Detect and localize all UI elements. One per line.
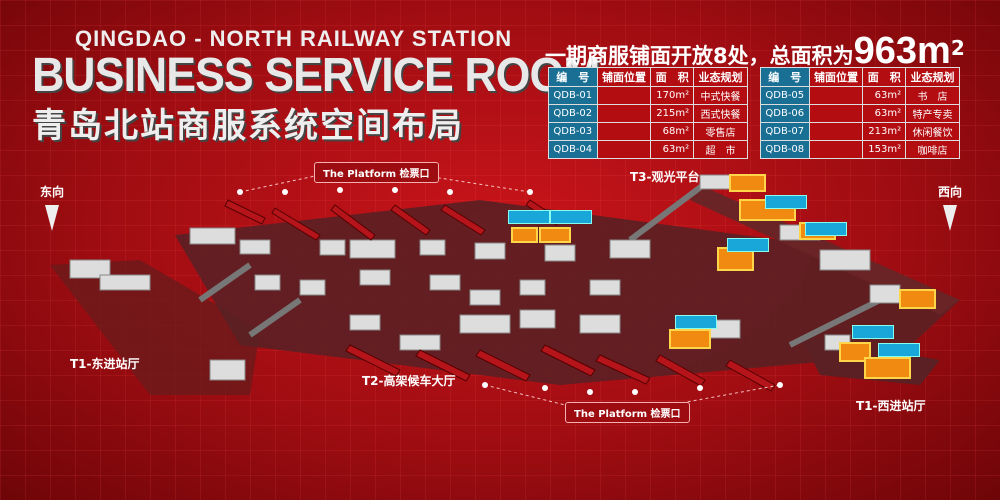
shop-callout bbox=[550, 210, 592, 224]
label-t3: T3-观光平台 bbox=[630, 170, 700, 184]
header-use: 业态规划 bbox=[905, 67, 960, 87]
header-location: 铺面位置 bbox=[596, 67, 652, 87]
shop-callout bbox=[508, 210, 550, 224]
area-unit-sup: 2 bbox=[950, 36, 965, 60]
header-id: 编 号 bbox=[760, 67, 810, 87]
header-area: 面 积 bbox=[650, 67, 695, 87]
shop-callout bbox=[675, 315, 717, 329]
headline-text: 一期商服铺面开放8处，总面积为 bbox=[545, 44, 854, 68]
platform-dots bbox=[237, 187, 783, 395]
shop-callout bbox=[765, 195, 807, 209]
shop-callout bbox=[878, 343, 920, 357]
label-west: 西向 bbox=[938, 185, 963, 199]
escalator bbox=[198, 262, 252, 303]
label-t1-west: T1-西进站厅 bbox=[856, 399, 926, 413]
title-chinese: 青岛北站商服系统空间布局 bbox=[32, 106, 464, 146]
shop-callout bbox=[852, 325, 894, 339]
escalator bbox=[248, 297, 302, 338]
buildings bbox=[69, 174, 901, 381]
west-arrow-icon bbox=[943, 205, 957, 231]
area-unit: m bbox=[917, 30, 951, 72]
platform-label-bottom: The Platform 检票口 bbox=[565, 402, 690, 423]
headline: 一期商服铺面开放8处，总面积为963m2 bbox=[545, 30, 965, 73]
east-arrow-icon bbox=[45, 205, 59, 231]
label-east: 东向 bbox=[40, 185, 65, 199]
header-location: 铺面位置 bbox=[808, 67, 864, 87]
shop-callout bbox=[727, 238, 769, 252]
page-title: BUSINESS SERVICE ROOM bbox=[32, 49, 600, 102]
platform-label-top: The Platform 检票口 bbox=[314, 162, 439, 183]
escalator bbox=[628, 177, 712, 243]
title-english: QINGDAO - NORTH RAILWAY STATION bbox=[75, 26, 513, 51]
header-use: 业态规划 bbox=[693, 67, 748, 87]
label-t1-east: T1-东进站厅 bbox=[70, 357, 140, 371]
shop-callout bbox=[805, 222, 847, 236]
platform-arrows bbox=[224, 199, 776, 392]
total-area: 963 bbox=[853, 30, 918, 72]
east-hall-floor bbox=[50, 260, 260, 395]
header-id: 编 号 bbox=[548, 67, 598, 87]
label-t2: T2-高架候车大厅 bbox=[362, 374, 456, 388]
